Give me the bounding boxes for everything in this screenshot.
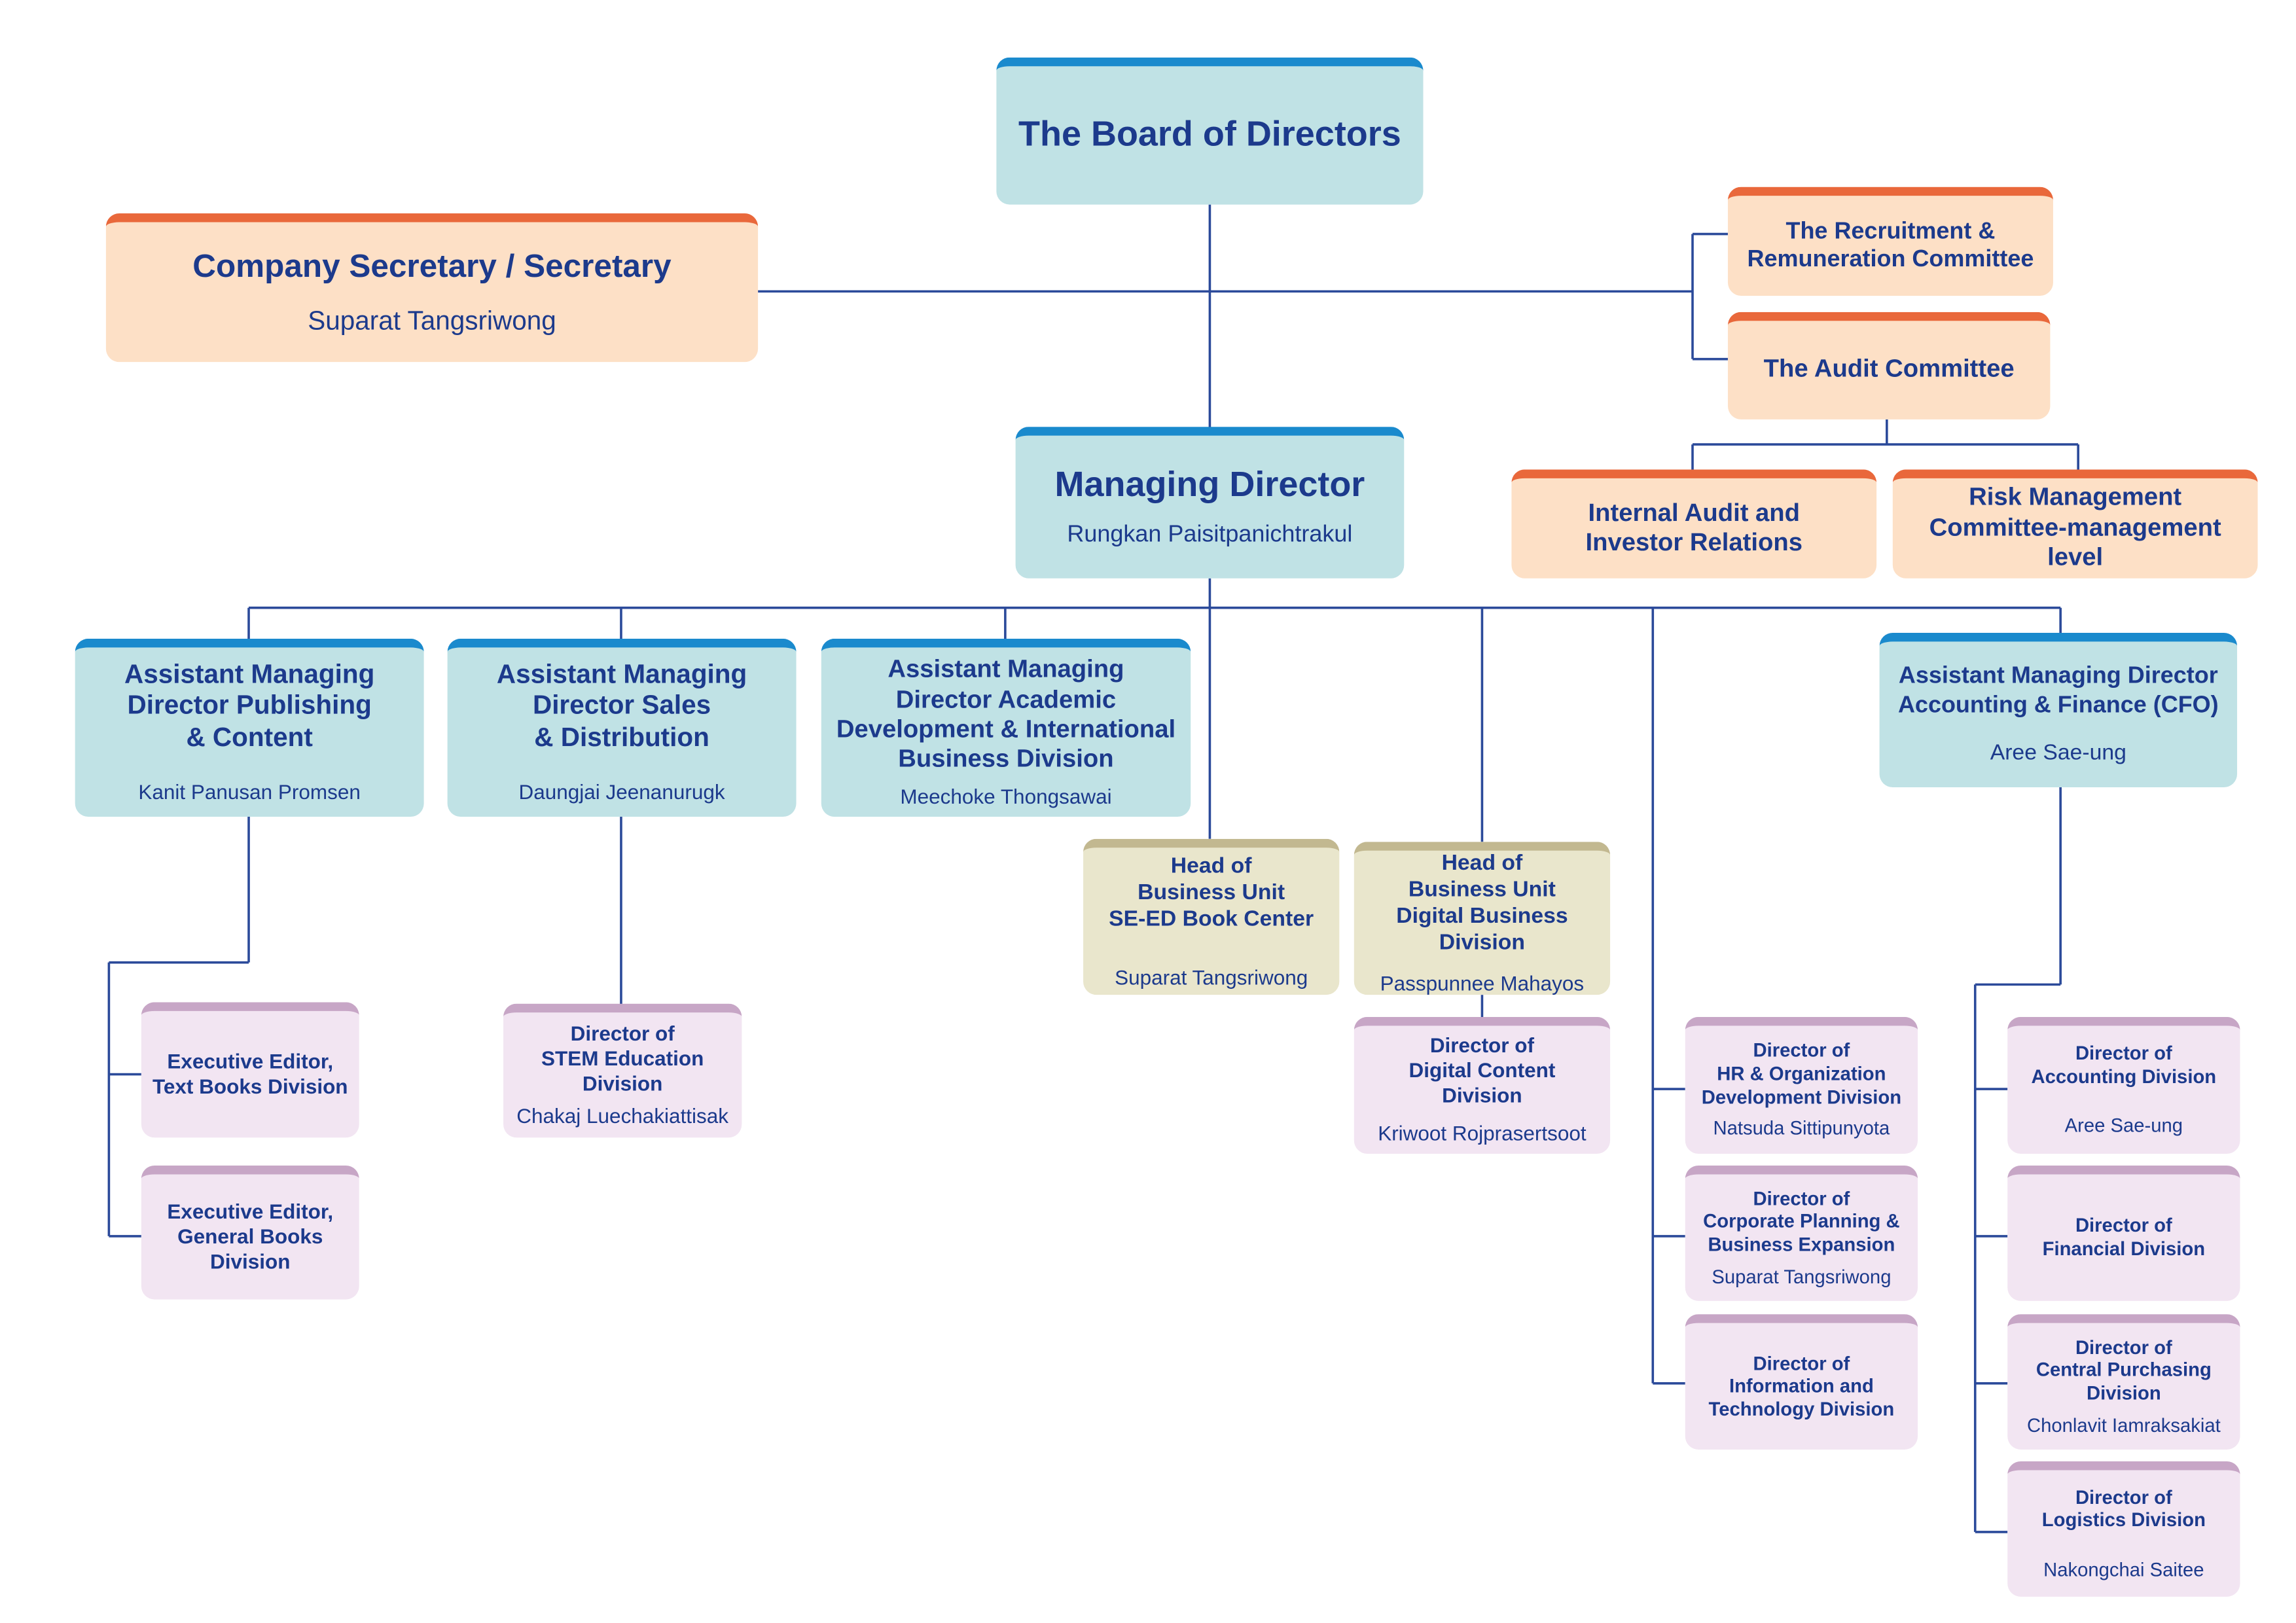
logistics-name: Nakongchai Saitee [2043, 1558, 2204, 1580]
bu-book-title: Head of Business Unit SE-ED Book Center [1109, 853, 1314, 931]
bu-book-center-box: Head of Business Unit SE-ED Book Center … [1083, 838, 1340, 995]
stem-name: Chakaj Luechakiattisak [516, 1104, 729, 1128]
stem-title: Director of STEM Education Division [541, 1021, 704, 1094]
secretary-title: Company Secretary / Secretary [192, 246, 672, 283]
director-stem-box: Director of STEM Education Division Chak… [503, 1003, 742, 1138]
secretary-name: Suparat Tangsriwong [308, 306, 556, 336]
managing-director-box: Managing Director Rungkan Paisitpanichtr… [1015, 427, 1405, 579]
audit-committee-box: The Audit Committee [1727, 312, 2051, 419]
internal-audit-box: Internal Audit and Investor Relations [1511, 469, 1877, 579]
bu-book-name: Suparat Tangsriwong [1115, 965, 1308, 989]
director-digital-content-box: Director of Digital Content Division Kri… [1354, 1016, 1611, 1154]
amd-sales-name: Daungjai Jeenanurugk [518, 780, 725, 804]
md-name: Rungkan Paisitpanichtrakul [1067, 522, 1353, 548]
director-logistics-box: Director of Logistics Division Nakongcha… [2007, 1461, 2240, 1597]
amd-sales-box: Assistant Managing Director Sales & Dist… [447, 638, 797, 817]
editor-textbooks-box: Executive Editor, Text Books Division [141, 1002, 359, 1138]
bu-digital-box: Head of Business Unit Digital Business D… [1354, 842, 1611, 995]
digital-content-title: Director of Digital Content Division [1408, 1033, 1556, 1106]
director-purchasing-box: Director of Central Purchasing Division … [2007, 1314, 2240, 1450]
financial-title: Director of Financial Division [2042, 1215, 2206, 1260]
amd-cfo-name: Aree Sae-ung [1990, 740, 2126, 765]
board-of-directors-box: The Board of Directors [996, 57, 1424, 205]
purchasing-title: Director of Central Purchasing Division [2036, 1336, 2212, 1404]
purchasing-name: Chonlavit Iamraksakiat [2027, 1414, 2221, 1436]
risk-management-box: Risk Management Committee-management lev… [1892, 469, 2258, 579]
audit-title: The Audit Committee [1763, 355, 2015, 383]
logistics-title: Director of Logistics Division [2041, 1486, 2206, 1531]
amd-academic-title: Assistant Managing Director Academic Dev… [836, 655, 1176, 774]
hr-name: Natsuda Sittipunyota [1713, 1116, 1890, 1139]
director-financial-box: Director of Financial Division [2007, 1165, 2240, 1301]
risk-title: Risk Management Committee-management lev… [1929, 483, 2221, 571]
director-hr-box: Director of HR & Organization Developmen… [1685, 1016, 1918, 1154]
director-it-box: Director of Information and Technology D… [1685, 1314, 1918, 1450]
recruitment-title: The Recruitment & Remuneration Committee [1747, 219, 2034, 273]
md-title: Managing Director [1054, 464, 1365, 505]
editor-textbooks-title: Executive Editor, Text Books Division [152, 1049, 348, 1098]
amd-cfo-box: Assistant Managing Director Accounting &… [1879, 632, 2238, 788]
accounting-name: Aree Sae-ung [2064, 1114, 2183, 1137]
hr-title: Director of HR & Organization Developmen… [1701, 1039, 1902, 1108]
bu-digital-title: Head of Business Unit Digital Business D… [1396, 849, 1568, 955]
editor-general-box: Executive Editor, General Books Division [141, 1165, 359, 1300]
amd-academic-box: Assistant Managing Director Academic Dev… [821, 638, 1191, 817]
editor-general-title: Executive Editor, General Books Division [167, 1200, 334, 1273]
director-accounting-box: Director of Accounting Division Aree Sae… [2007, 1016, 2240, 1154]
board-title: The Board of Directors [1018, 114, 1401, 154]
recruitment-committee-box: The Recruitment & Remuneration Committee [1727, 187, 2053, 296]
amd-publishing-box: Assistant Managing Director Publishing &… [75, 638, 424, 817]
digital-content-name: Kriwoot Rojprasertsoot [1378, 1122, 1587, 1146]
company-secretary-box: Company Secretary / Secretary Suparat Ta… [105, 213, 759, 363]
amd-sales-title: Assistant Managing Director Sales & Dist… [496, 658, 747, 752]
bu-digital-name: Passpunnee Mahayos [1380, 971, 1585, 995]
amd-publishing-name: Kanit Panusan Promsen [138, 780, 361, 804]
amd-cfo-title: Assistant Managing Director Accounting &… [1897, 664, 2219, 718]
amd-academic-name: Meechoke Thongsawai [900, 784, 1112, 808]
corp-name: Suparat Tangsriwong [1712, 1264, 1892, 1287]
corp-title: Director of Corporate Planning & Busines… [1703, 1187, 1900, 1256]
internal-audit-title: Internal Audit and Investor Relations [1585, 498, 1803, 557]
accounting-title: Director of Accounting Division [2031, 1042, 2217, 1088]
director-corporate-planning-box: Director of Corporate Planning & Busines… [1685, 1165, 1918, 1301]
amd-publishing-title: Assistant Managing Director Publishing &… [124, 658, 375, 752]
it-title: Director of Information and Technology D… [1708, 1351, 1895, 1420]
